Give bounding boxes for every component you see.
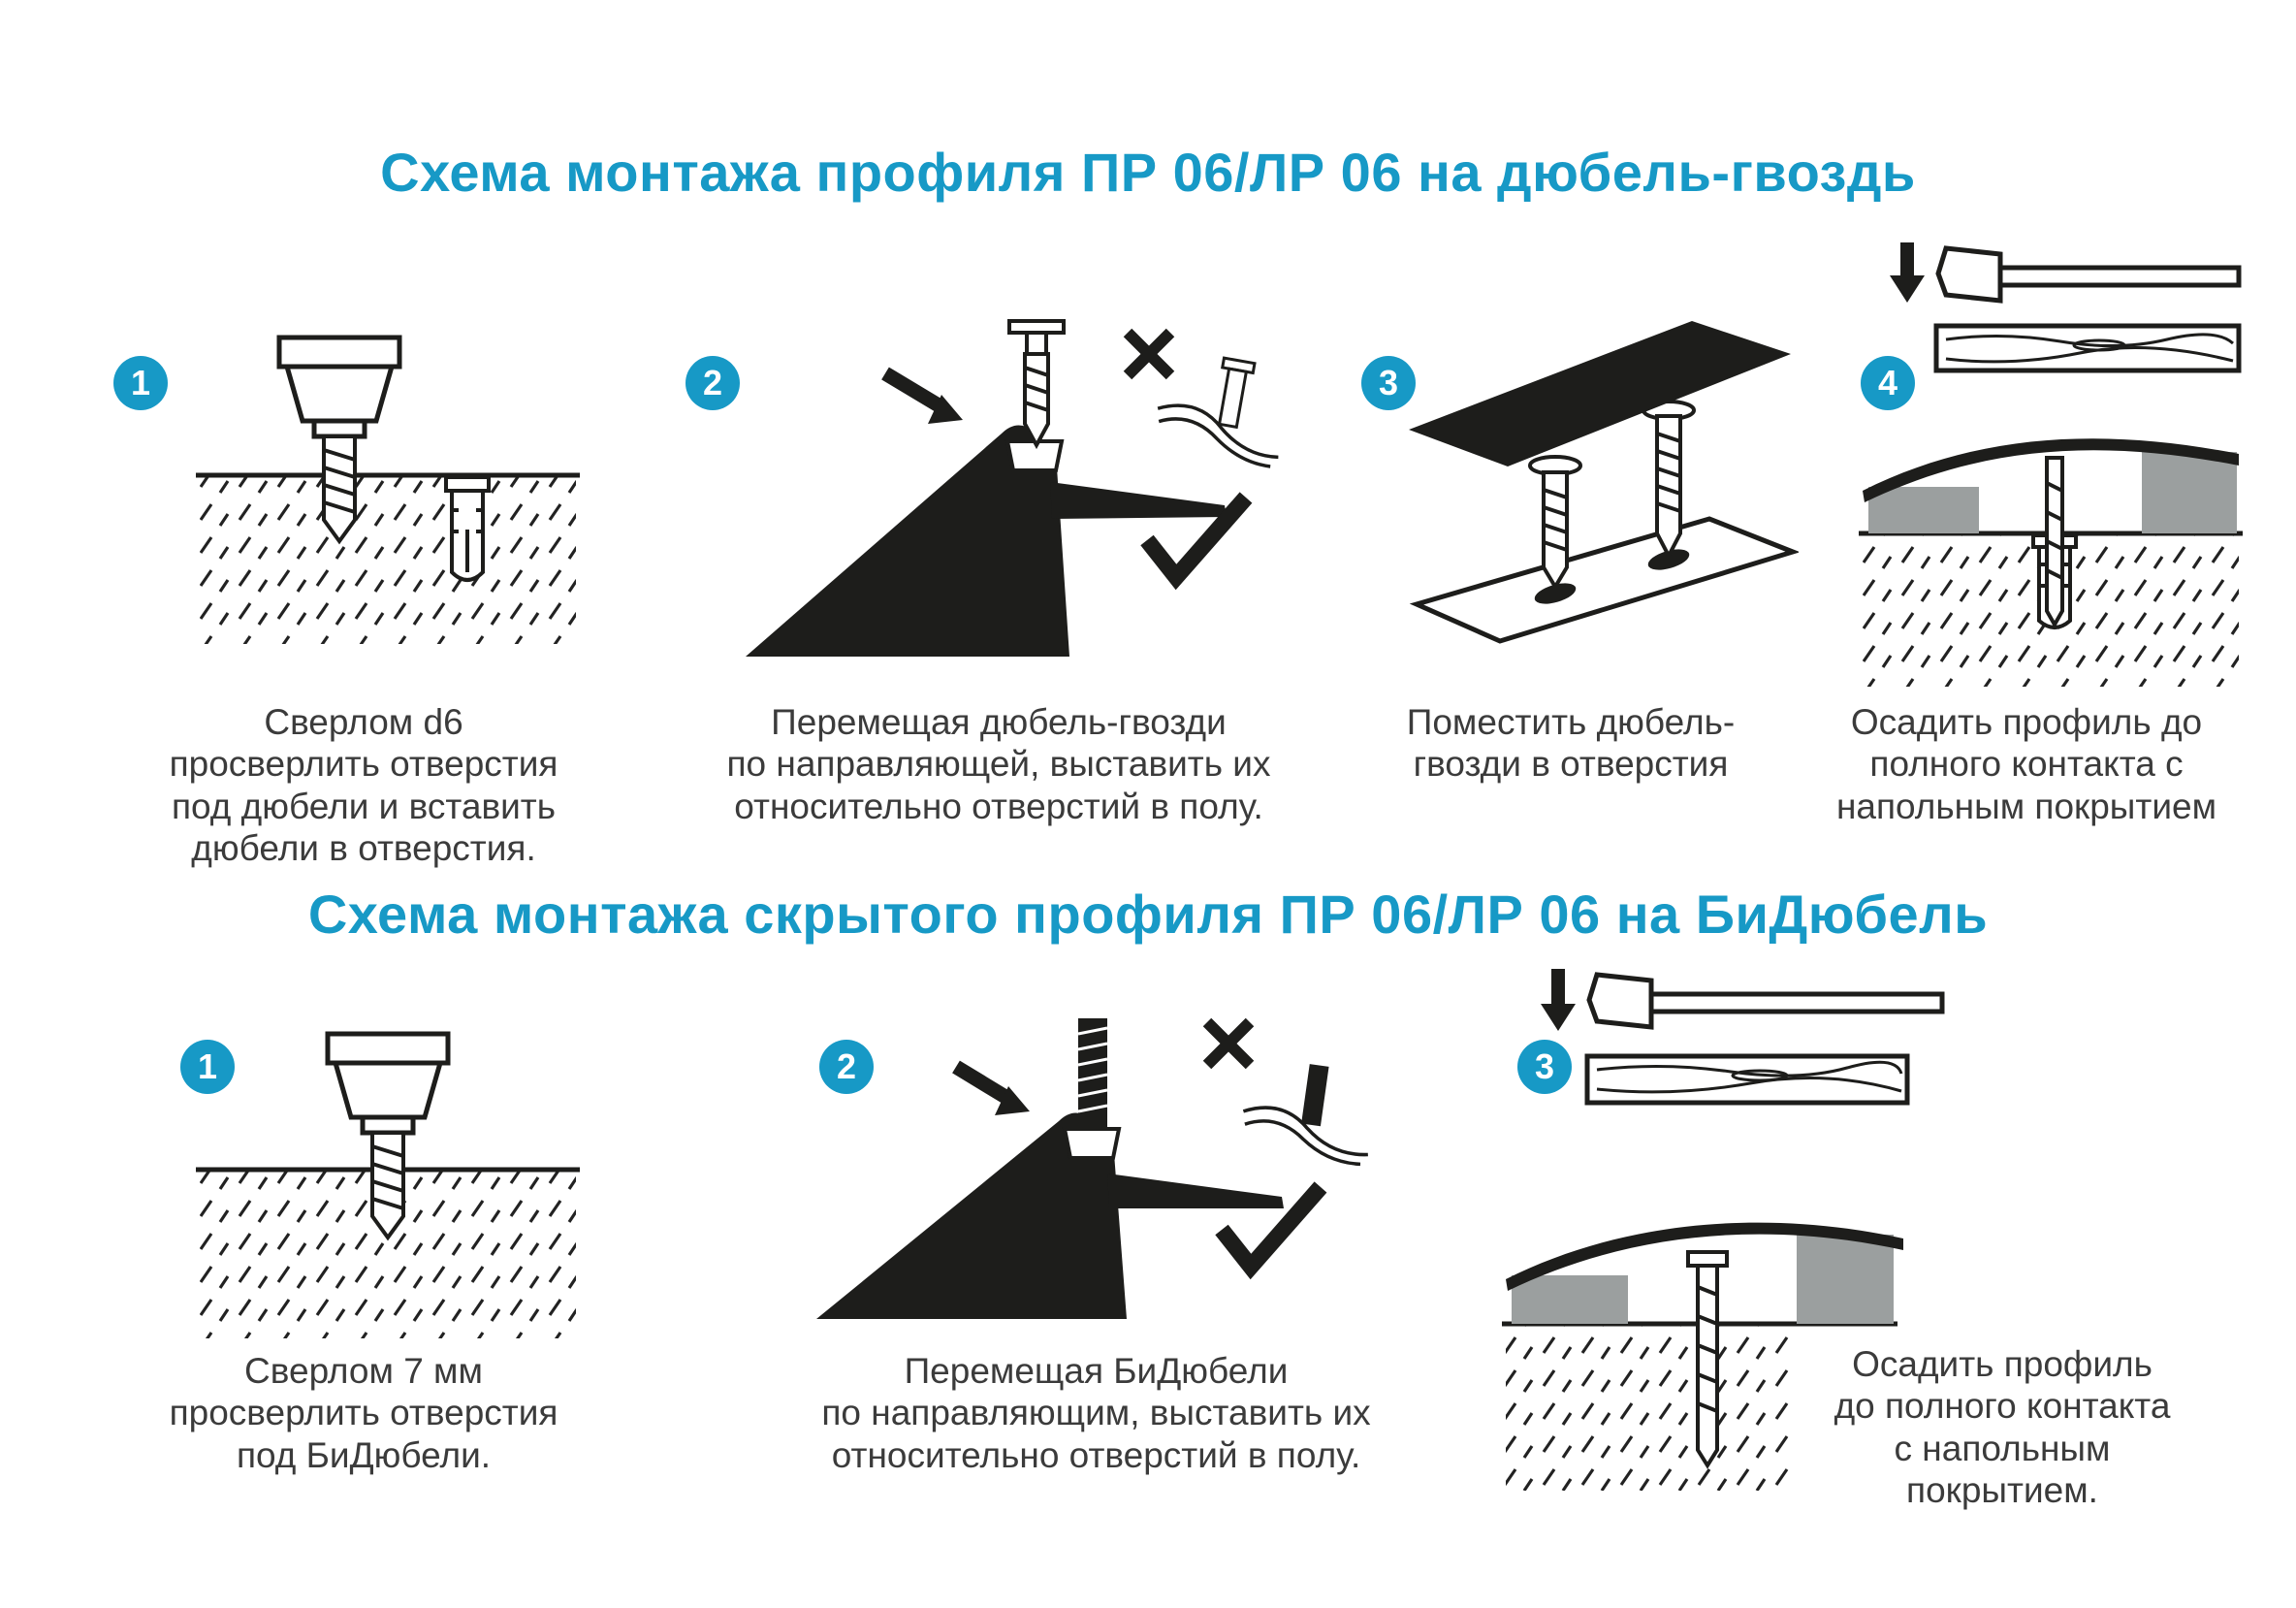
check-mark-icon <box>1140 492 1253 591</box>
profile-toe-icon <box>1050 482 1227 519</box>
dowel-nail-align-on-ramp-icon <box>746 319 1279 657</box>
screw-icon <box>2045 456 2064 629</box>
wrong-angle-screw-icon <box>1157 356 1279 468</box>
down-arrow-icon <box>1541 969 1576 1031</box>
step-caption: Сверлом d6 просверлить отверстия под дюб… <box>169 702 558 868</box>
down-arrow-icon <box>1890 242 1925 303</box>
hatched-ground <box>1506 1324 1793 1491</box>
profile-icon <box>1863 438 2239 502</box>
x-mark-icon <box>1123 328 1175 380</box>
drill-icon <box>196 1031 580 1338</box>
hammer-wood-seat-profile-icon <box>1502 969 1945 1491</box>
step-number-badge: 2 <box>819 1040 874 1094</box>
step-number-badge: 1 <box>113 356 168 410</box>
step-caption: Перемещая дюбель-гвозди по направляющей,… <box>726 702 1271 826</box>
dowel-icon <box>444 475 491 582</box>
down-arrow-icon <box>881 367 963 424</box>
section-title-dowel-nail: Схема монтажа профиля ПР 06/ЛР 06 на дюб… <box>380 142 1916 203</box>
x-mark-icon <box>1202 1017 1255 1070</box>
floor-plate-icon <box>1409 516 1799 644</box>
floor-covering-block <box>1512 1275 1628 1324</box>
hammer-icon <box>1935 245 2242 304</box>
floor-covering-block <box>1868 487 1979 533</box>
drill-bit-icon <box>322 434 357 545</box>
wood-plank-icon <box>1933 323 2242 373</box>
wood-plank-icon <box>1584 1053 1910 1106</box>
bidowel-stud-icon <box>1077 1018 1108 1131</box>
hole-icon <box>1534 583 1577 604</box>
profile-icon <box>1506 1222 1903 1291</box>
bidowel-screw-icon <box>1686 1250 1729 1469</box>
floor-covering-block <box>2142 452 2237 533</box>
step-caption: Поместить дюбель- гвозди в отверстия <box>1406 702 1736 785</box>
hatched-ground <box>200 477 576 644</box>
step-number-badge: 3 <box>1361 356 1416 410</box>
check-mark-icon <box>1215 1181 1327 1280</box>
down-arrow-icon <box>952 1060 1030 1115</box>
wrong-angle-stud-icon <box>1242 1064 1368 1167</box>
step-number-badge: 2 <box>686 356 740 410</box>
hammer-icon <box>1586 972 1945 1030</box>
floor-covering-block <box>1797 1235 1894 1324</box>
drill-icon <box>276 335 402 439</box>
step-caption: Перемещая БиДюбели по направляющим, выст… <box>821 1351 1371 1475</box>
hammer-wood-seat-profile-icon <box>1859 242 2243 687</box>
drill-with-dowel-icon <box>196 335 580 644</box>
drill-bit-icon <box>370 1131 405 1241</box>
step-caption: Осадить профиль до полного контакта с на… <box>1834 1344 2171 1510</box>
ramp-profile-icon <box>746 425 1069 657</box>
profile-icon <box>1409 321 1791 466</box>
screw-icon <box>1007 319 1066 450</box>
bidowel-align-on-ramp-icon <box>816 1017 1368 1319</box>
profile-toe-icon <box>1107 1174 1284 1208</box>
step-number-badge: 4 <box>1861 356 1915 410</box>
step-number-badge: 1 <box>180 1040 235 1094</box>
section-title-bidowel: Схема монтажа скрытого профиля ПР 06/ЛР … <box>307 884 1989 945</box>
step-caption: Сверлом 7 мм просверлить отверстия под Б… <box>169 1351 558 1475</box>
step-caption: Осадить профиль до полного контакта с на… <box>1835 702 2217 826</box>
step-number-badge: 3 <box>1517 1040 1572 1094</box>
dowel-nails-into-holes-icon <box>1409 321 1799 644</box>
ramp-profile-icon <box>816 1112 1127 1319</box>
drill-chuck-icon <box>325 1031 451 1136</box>
screw-icon <box>1528 455 1582 591</box>
